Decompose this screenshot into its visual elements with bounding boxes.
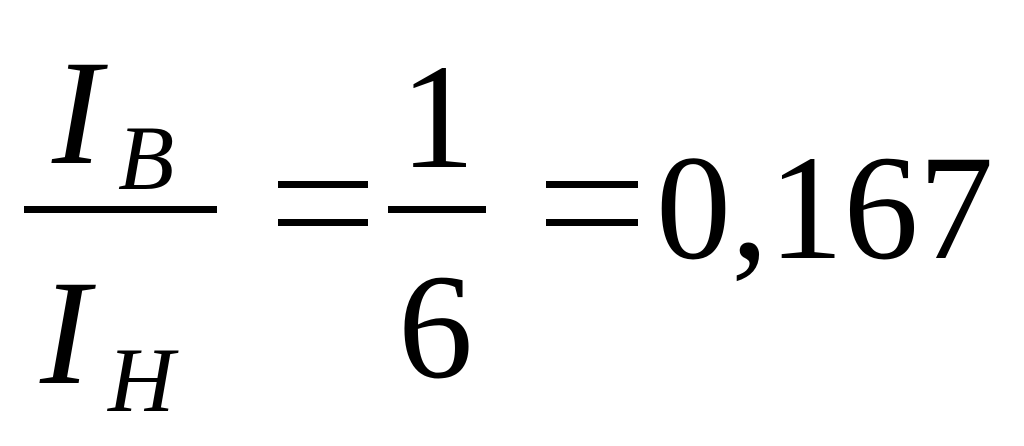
middle-numerator: 1 — [400, 34, 475, 200]
equals-sign-1-top-bar — [278, 181, 368, 188]
denominator-symbol: I — [40, 250, 90, 416]
equals-sign-2-top-bar — [546, 181, 638, 188]
equals-sign-2-bottom-bar — [546, 219, 638, 226]
middle-fraction-bar — [388, 206, 486, 213]
middle-denominator: 6 — [398, 244, 473, 410]
denominator-subscript: H — [108, 329, 175, 431]
equals-sign-1-bottom-bar — [278, 219, 368, 226]
numerator-subscript: B — [118, 107, 175, 209]
result-value: 0,167 — [656, 125, 994, 291]
left-fraction-bar — [24, 206, 217, 213]
numerator-symbol: I — [52, 30, 102, 196]
